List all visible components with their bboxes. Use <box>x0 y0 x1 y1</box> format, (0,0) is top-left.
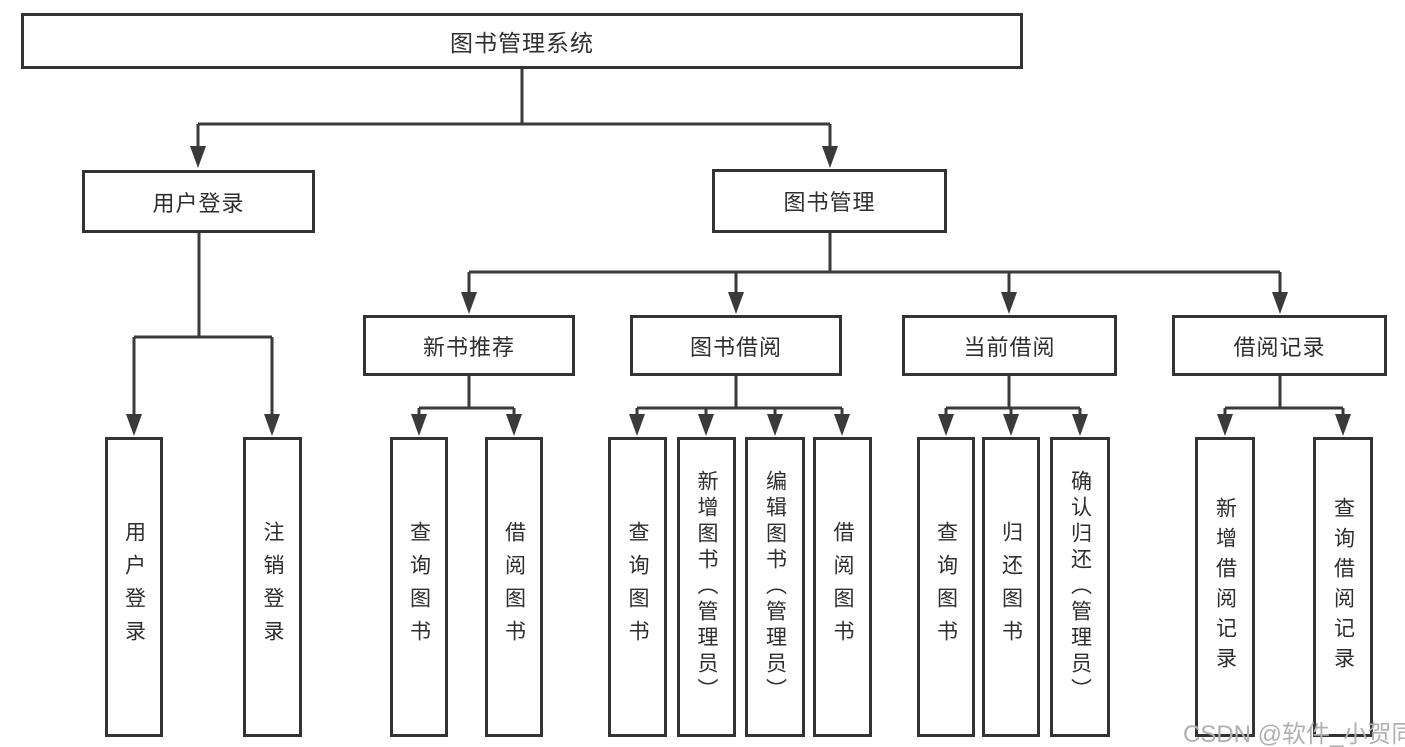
node-library-management-system: 图书管理系统 <box>21 13 1023 69</box>
node-label: 新增借阅记录 <box>1213 497 1237 677</box>
leaf-borrow-books-recommend: 借阅图书 <box>485 437 543 737</box>
node-label: 图书管理 <box>783 190 876 215</box>
node-label: 借阅图书 <box>502 521 526 653</box>
node-book-borrow: 图书借阅 <box>630 315 842 376</box>
node-label: 用户登录 <box>122 521 146 653</box>
node-new-book-recommend: 新书推荐 <box>363 315 575 376</box>
node-label: 当前借阅 <box>963 334 1056 360</box>
arrowheads <box>126 146 1351 436</box>
leaf-user-login: 用户登录 <box>105 437 163 737</box>
node-label: 查询借阅记录 <box>1331 497 1355 677</box>
leaf-add-borrow-record: 新增借阅记录 <box>1195 437 1255 737</box>
node-label: 用户登录 <box>152 190 245 216</box>
node-label: 借阅记录 <box>1233 334 1326 360</box>
leaf-return-books: 归还图书 <box>982 437 1040 737</box>
leaf-query-books-recommend: 查询图书 <box>390 437 448 737</box>
node-book-management: 图书管理 <box>712 169 947 233</box>
node-label: 新书推荐 <box>422 334 515 360</box>
node-borrow-records: 借阅记录 <box>1172 315 1387 376</box>
node-label: 注销登录 <box>261 521 284 653</box>
leaf-query-borrow-record: 查询借阅记录 <box>1313 437 1373 737</box>
leaf-edit-books-admin: 编辑图书（管理员） <box>745 437 805 737</box>
node-label: 归还图书 <box>999 521 1023 653</box>
node-label: 图书管理系统 <box>450 30 594 56</box>
node-label: 查询图书 <box>626 521 649 653</box>
node-label: 确认归还（管理员） <box>1068 470 1092 704</box>
leaf-query-books-borrow: 查询图书 <box>608 437 667 737</box>
node-label: 编辑图书（管理员） <box>763 470 787 704</box>
leaf-logout: 注销登录 <box>243 437 302 737</box>
node-label: 查询图书 <box>934 521 958 653</box>
leaf-query-books-current: 查询图书 <box>917 437 975 737</box>
leaf-borrow-books: 借阅图书 <box>813 437 872 737</box>
node-label: 图书借阅 <box>689 334 782 360</box>
node-label: 借阅图书 <box>831 521 854 653</box>
node-label: 查询图书 <box>407 521 431 653</box>
node-current-borrow: 当前借阅 <box>902 315 1117 376</box>
node-label: 新增图书（管理员） <box>695 470 718 704</box>
leaf-confirm-return-admin: 确认归还（管理员） <box>1050 437 1110 737</box>
node-user-login: 用户登录 <box>82 170 315 233</box>
leaf-add-books-admin: 新增图书（管理员） <box>677 437 736 737</box>
